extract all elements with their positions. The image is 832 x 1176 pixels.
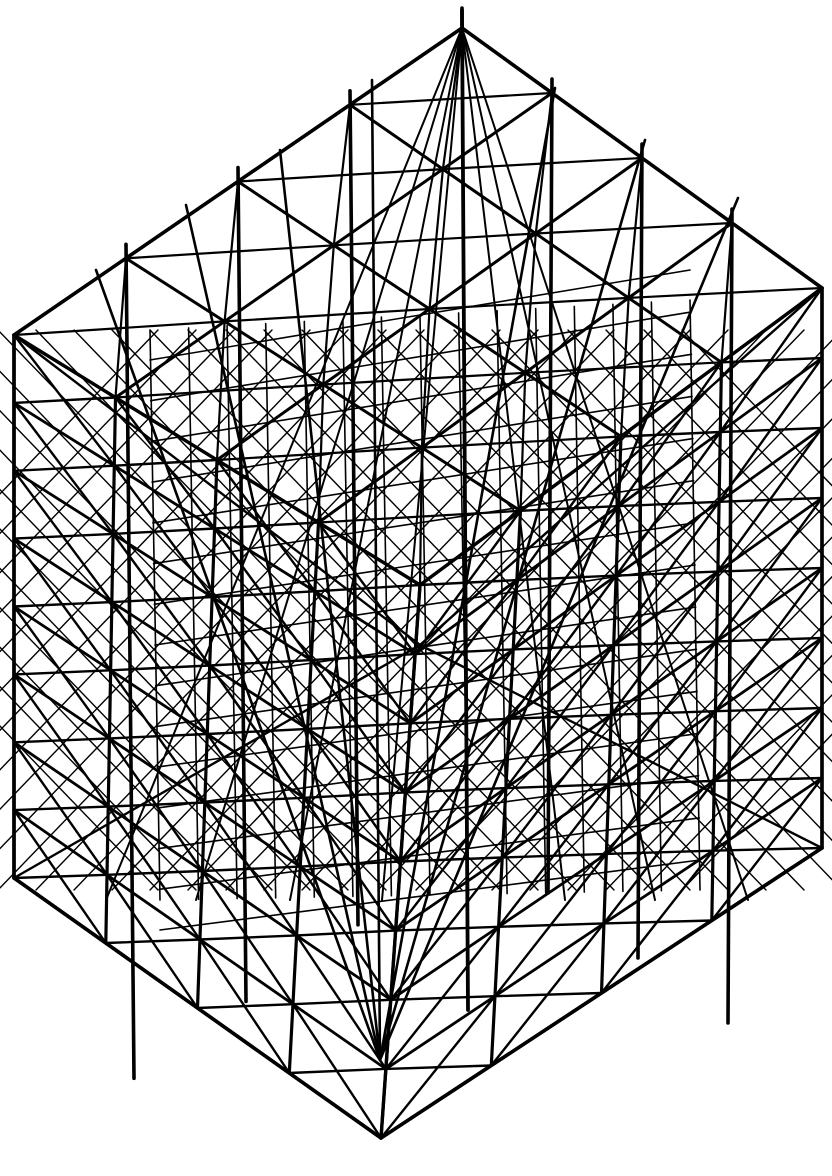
space-frame-drawing bbox=[0, 0, 832, 1176]
